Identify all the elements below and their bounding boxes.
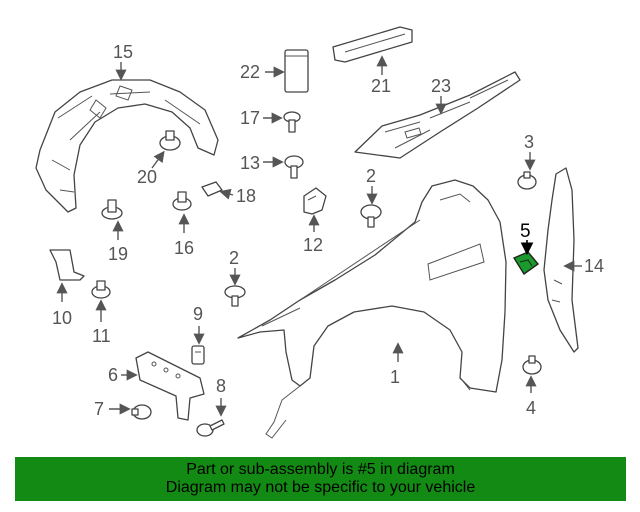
bolt-part-13 (284, 155, 304, 179)
clip-part-9 (191, 345, 205, 365)
label-19: 19 (108, 244, 128, 264)
screw-part-8 (196, 419, 225, 437)
banner-line-part-number: Part or sub-assembly is #5 in diagram (186, 461, 455, 478)
label-8: 8 (216, 376, 226, 396)
clip-part-18 (201, 181, 223, 197)
label-9: 9 (193, 304, 203, 324)
label-12: 12 (303, 235, 323, 255)
bracket-part-12 (303, 187, 327, 215)
screw-part-17 (283, 111, 301, 133)
label-2-upper: 2 (366, 166, 376, 186)
seal-part-21 (332, 26, 413, 63)
label-21: 21 (371, 76, 391, 96)
label-18: 18 (236, 186, 256, 206)
bolt-part-3 (517, 171, 537, 190)
label-5: 5 (520, 221, 531, 242)
banner-line-disclaimer: Diagram may not be specific to your vehi… (165, 479, 476, 496)
bolt-part-2-upper (360, 204, 382, 228)
bracket-part-10 (49, 249, 85, 281)
bolt-part-7 (131, 404, 152, 420)
clip-part-11 (91, 280, 111, 299)
clip-part-5-highlighted (512, 251, 540, 276)
fender-part-1 (237, 179, 507, 439)
fender-liner-part-15 (35, 79, 219, 213)
pad-part-22 (284, 49, 309, 93)
bracket-part-23 (354, 71, 521, 159)
label-23: 23 (431, 76, 451, 96)
seal-strip-part-14 (543, 167, 579, 353)
label-22: 22 (240, 62, 260, 82)
parts-diagram: 15 20 22 21 23 17 13 18 (35, 26, 604, 439)
label-13: 13 (240, 153, 260, 173)
retainer-part-19 (101, 199, 123, 220)
label-4: 4 (526, 398, 536, 418)
label-14: 14 (584, 256, 604, 276)
label-7: 7 (94, 399, 104, 419)
bolt-part-4 (522, 355, 542, 375)
label-16: 16 (174, 238, 194, 258)
label-3: 3 (524, 132, 534, 152)
label-6: 6 (108, 365, 118, 385)
label-11: 11 (92, 326, 111, 346)
push-clip-part-20 (159, 130, 181, 151)
label-20: 20 (137, 167, 157, 187)
label-2-lower: 2 (229, 248, 239, 268)
label-17: 17 (240, 108, 260, 128)
label-15: 15 (113, 42, 133, 62)
clip-part-16 (172, 191, 192, 211)
notice-banner: Part or sub-assembly is #5 in diagram Di… (15, 457, 626, 501)
bolt-part-2-lower (224, 285, 246, 307)
bracket-part-6 (135, 351, 205, 421)
label-1: 1 (390, 367, 400, 387)
label-10: 10 (52, 308, 72, 328)
